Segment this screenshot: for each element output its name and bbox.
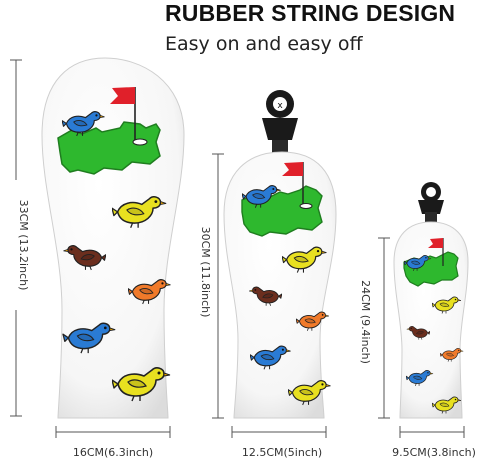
fairway-cover: x [223, 90, 337, 419]
flag-icon [428, 238, 444, 266]
page-title: RUBBER STRING DESIGN [165, 0, 456, 26]
hybrid-width-label: 9.5CM(3.8inch) [392, 446, 476, 459]
page-subtitle: Easy on and easy off [165, 33, 363, 55]
fairway-height-label: 30CM (11.8inch) [199, 227, 212, 318]
hybrid-width-dimension: 9.5CM(3.8inch) [392, 426, 476, 459]
fairway-width-label: 12.5CM(5inch) [242, 446, 322, 459]
driver-width-label: 16CM(6.3inch) [73, 446, 153, 459]
driver-cover [41, 57, 185, 419]
svg-text:x: x [277, 101, 283, 111]
rubber-tag-icon: x [262, 90, 298, 158]
rubber-tag-icon [418, 182, 444, 226]
driver-height-label: 33CM (13.2inch) [17, 200, 30, 291]
driver-width-dimension: 16CM(6.3inch) [55, 426, 171, 459]
fairway-width-dimension: 12.5CM(5inch) [231, 426, 327, 459]
flag-icon [110, 87, 148, 146]
hybrid-height-dimension: 24CM (9.4inch) [350, 237, 390, 419]
flag-icon [282, 162, 313, 209]
hybrid-height-label: 24CM (9.4inch) [359, 280, 372, 364]
driver-height-dimension: 33CM (13.2inch) [6, 59, 30, 417]
fairway-height-dimension: 30CM (11.8inch) [190, 153, 224, 419]
hybrid-cover [393, 182, 469, 419]
